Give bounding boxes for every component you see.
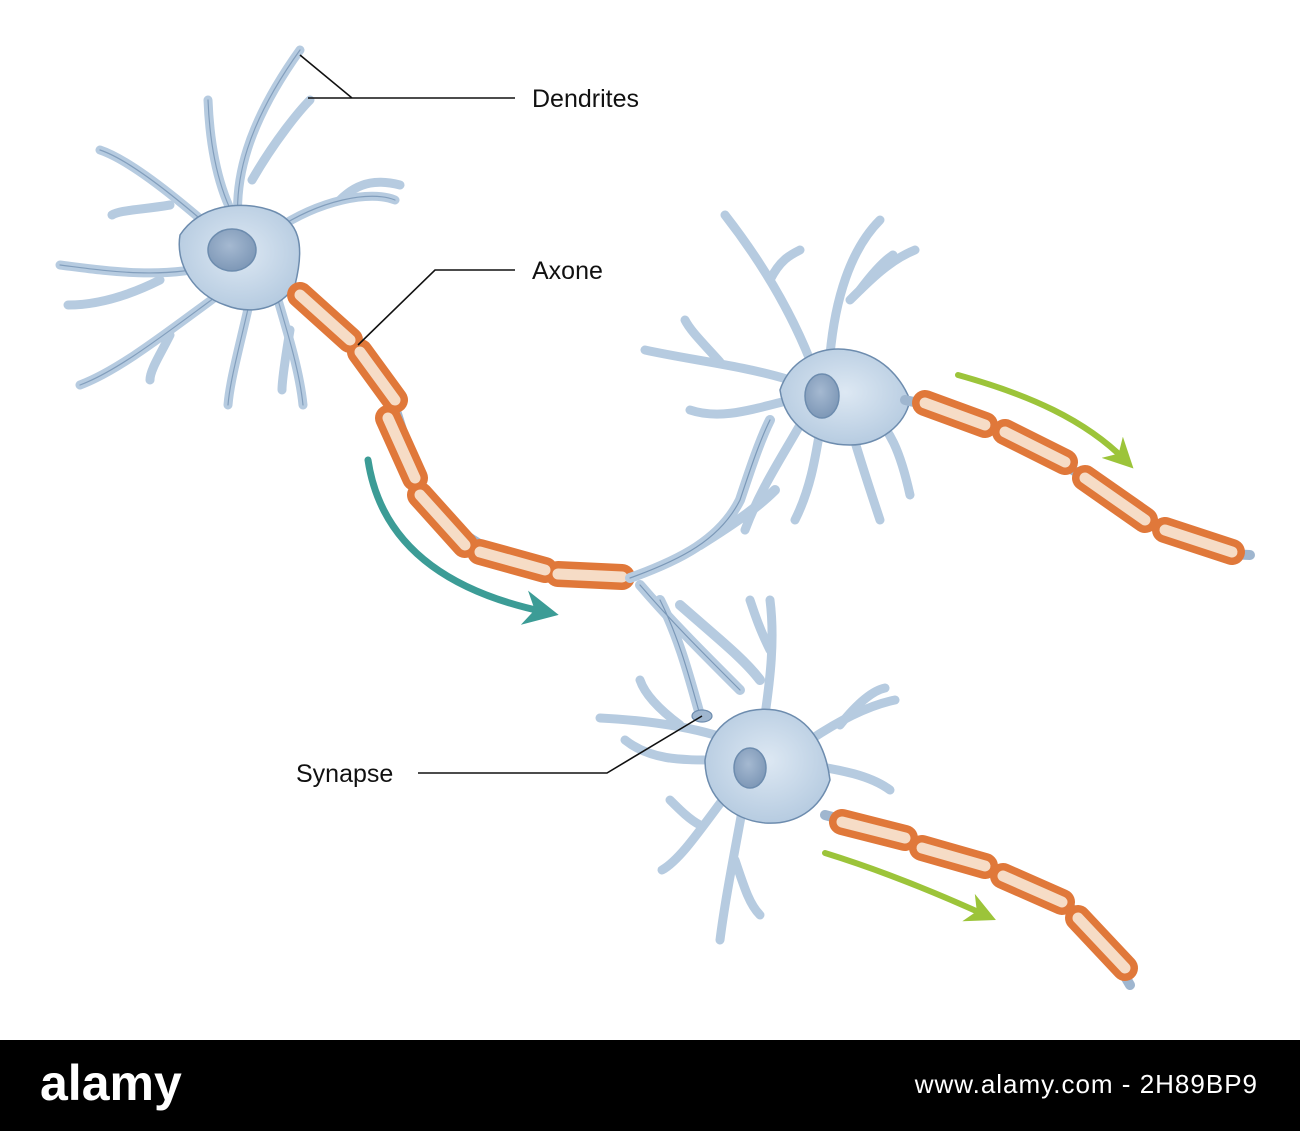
axon-1 [287, 282, 635, 590]
dendrites-leader-line [299, 54, 515, 99]
axon-2-myelin-highlight [919, 397, 1238, 558]
axon-3-myelin [829, 809, 1138, 981]
axone-label: Axone [532, 257, 603, 285]
neuron-2-nucleus [804, 373, 840, 419]
axon-2 [900, 390, 1255, 565]
neuron-2 [640, 210, 920, 535]
axon-3 [820, 809, 1138, 990]
dendrites-label: Dendrites [532, 85, 639, 113]
label-leader-lines [299, 54, 703, 774]
axone-leader-line [357, 269, 515, 346]
neuron-1-nucleus [207, 228, 257, 272]
neuron-3 [595, 595, 900, 945]
neuron-3-soma [704, 708, 831, 824]
signal-arrow-teal [364, 456, 559, 625]
alamy-logo-text: alamy [40, 1055, 182, 1111]
axon-terminal [625, 415, 780, 723]
axon-3-myelin-highlight [836, 816, 1131, 974]
neuron-diagram: Dendrites Axone Synapse [55, 45, 1255, 990]
signal-arrow-green-top [955, 372, 1134, 469]
stock-footer-bar: alamy www.alamy.com - 2H89BP9 [0, 1040, 1300, 1131]
alamy-logo: alamy [40, 1055, 182, 1111]
synapse-label: Synapse [296, 760, 393, 788]
signal-arrow-green-bottom [822, 850, 996, 922]
synapse-leader-line [418, 715, 703, 774]
image-id-text: www.alamy.com - 2H89BP9 [914, 1069, 1258, 1099]
neuron-3-dendrites [595, 595, 900, 945]
axon-1-myelin-highlight [294, 289, 628, 583]
neuron-3-nucleus [733, 747, 767, 789]
neuron-1 [55, 45, 405, 410]
